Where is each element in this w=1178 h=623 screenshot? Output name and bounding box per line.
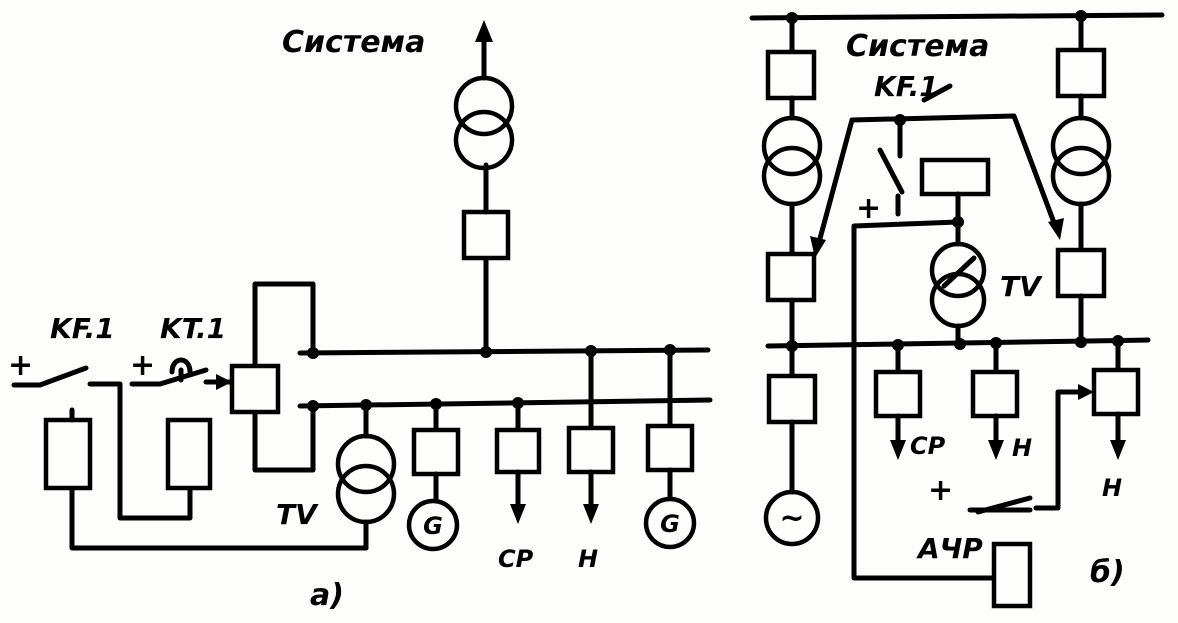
breaker	[765, 49, 817, 101]
right-transformer-feeder-b	[1050, 13, 1112, 345]
diagram-b: Система	[749, 10, 1165, 609]
achr-label: АЧР	[916, 532, 983, 565]
breaker	[873, 369, 923, 419]
generator-symbol	[763, 489, 821, 547]
arrow-right-icon	[1078, 384, 1094, 400]
voltage-transformer-b	[851, 157, 997, 581]
relay-kt1-label-a: KT.1	[160, 312, 226, 345]
load-h1-label-b: H	[1012, 434, 1032, 462]
system-busbar-b	[749, 12, 1165, 21]
breaker	[1091, 367, 1141, 417]
diagram-a: Система TV G	[8, 20, 713, 613]
arrow-down-icon	[988, 440, 1004, 460]
generator-label-2: G	[660, 510, 680, 538]
achr-relay	[991, 541, 1033, 609]
load-cp-label-b: CP	[910, 432, 946, 460]
relay-coil	[43, 417, 93, 491]
tv-label-a: TV	[276, 498, 319, 531]
system-label-a: Система	[282, 25, 425, 60]
breaker	[1055, 47, 1107, 99]
generator-label-1: G	[423, 512, 443, 540]
generator-symbol	[406, 498, 460, 552]
system-label-b: Система	[846, 29, 989, 64]
transformer-winding	[453, 109, 515, 171]
generator-feeder-1	[406, 401, 461, 552]
generator-symbol	[643, 496, 697, 550]
load-feeder-h-a	[566, 348, 616, 524]
relay-kf1-label-a: KF.1	[50, 312, 115, 345]
transformer-winding	[453, 75, 515, 137]
breaker	[461, 209, 511, 261]
time-delay-icon	[169, 357, 193, 375]
generator-feeder-2	[643, 347, 697, 550]
contact-kf1	[37, 365, 89, 388]
bus-coupler-breaker	[229, 363, 281, 415]
load-h2-label-b: H	[1102, 474, 1122, 502]
load-feeder-h2-b	[1055, 338, 1141, 509]
achr-circuit-b	[967, 495, 1061, 609]
plus-terminal-a2: +	[130, 348, 155, 383]
plus-terminal-b1: +	[856, 191, 881, 226]
relay-kf1-circuit-b	[810, 83, 1064, 258]
arrow-down-icon	[1048, 218, 1064, 240]
plus-terminal-a1: +	[8, 348, 33, 383]
junction-dot	[1075, 336, 1087, 348]
load-cp-label-a: CP	[498, 545, 534, 573]
breaker	[1055, 247, 1107, 299]
arrow-down-icon	[810, 236, 826, 258]
arrow-down-icon	[1110, 440, 1126, 460]
generator-symbol-label-b: ~	[779, 501, 804, 536]
breaker	[970, 369, 1020, 419]
load-feeder-h1-b	[970, 340, 1020, 460]
caption-a: а)	[310, 578, 344, 613]
relay-kf1-label-b: KF.1	[874, 70, 939, 103]
breaker	[494, 427, 542, 475]
caption-b: б)	[1090, 555, 1125, 590]
voltage-transformer-a	[69, 402, 397, 551]
load-feeder-cp-b	[873, 342, 923, 460]
left-transformer-feeder-b	[761, 15, 823, 349]
load-feeder-cp-a	[494, 400, 542, 524]
breaker	[566, 425, 616, 475]
relay-coil	[165, 417, 213, 491]
breaker	[765, 251, 817, 303]
tv-label-b: TV	[1000, 270, 1043, 303]
busbar-upper-a	[297, 347, 711, 356]
generator-feeder-b	[763, 343, 821, 547]
plus-terminal-b2: +	[928, 473, 953, 508]
relay-coil	[919, 157, 991, 197]
relay-kf1-circuit-a	[11, 365, 213, 521]
breaker	[766, 373, 818, 425]
arrow-down-icon	[890, 440, 906, 460]
load-h-label-a: H	[578, 545, 598, 573]
arrow-up-icon	[475, 20, 493, 42]
contact-achr	[975, 495, 1033, 515]
relay-kt1-circuit-a	[129, 357, 233, 390]
breaker	[645, 423, 695, 473]
arrow-down-icon	[583, 504, 599, 524]
contact-kf1-b	[877, 147, 905, 195]
breaker	[411, 427, 461, 477]
system-feeder-a	[453, 20, 515, 355]
arrow-down-icon	[510, 504, 526, 524]
bus-coupler-a	[229, 281, 316, 473]
arrow-right-icon	[216, 374, 232, 390]
